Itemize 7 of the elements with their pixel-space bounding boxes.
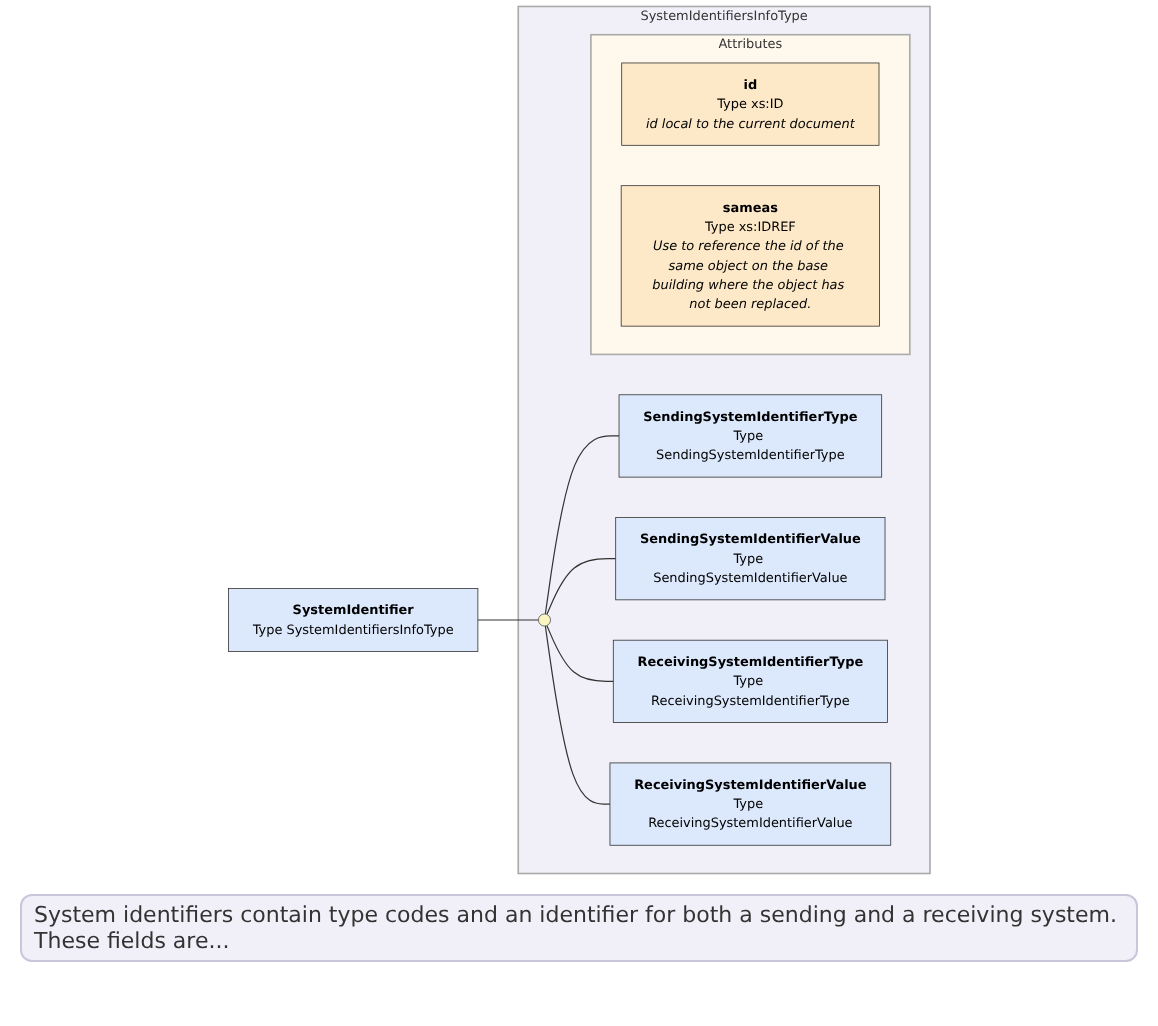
connector (546, 558, 617, 616)
connector (477, 619, 539, 621)
connector (544, 435, 620, 615)
connector (546, 624, 614, 682)
node-circle (537, 613, 551, 627)
connector (544, 625, 611, 805)
annotation-note: System identifiers contain type codes and an identifier for both a sending and a receiving system. These fields are... (20, 894, 1138, 962)
